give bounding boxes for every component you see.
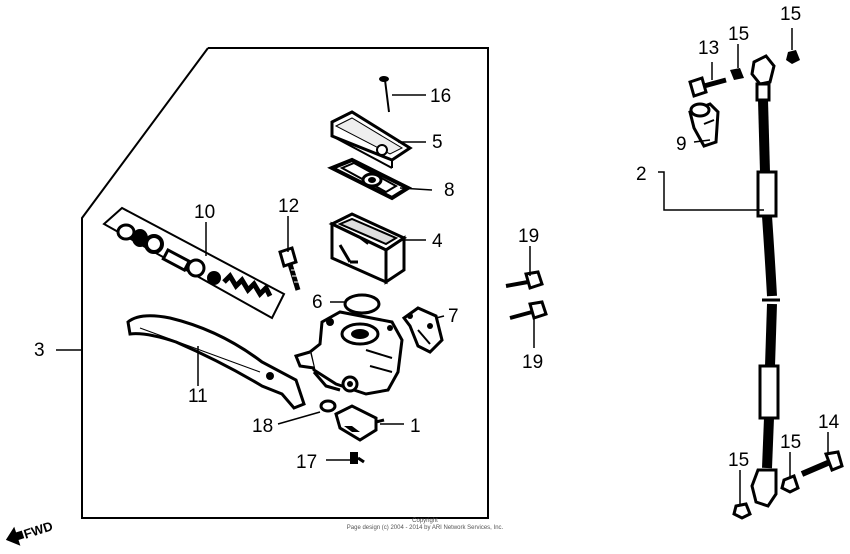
part-19-bolt-lower-icon — [509, 300, 548, 320]
assembly-outline — [81, 47, 489, 519]
callout-15-lower-right: 15 — [780, 432, 801, 453]
part-14-banjo-bolt-icon — [800, 450, 844, 477]
copyright-text: Page design (c) 2004 - 2014 by ARI Netwo… — [346, 525, 504, 531]
part-5-reservoir-cap-icon — [330, 110, 413, 169]
part-2-brake-hose-icon — [750, 54, 780, 508]
callout-19-upper: 19 — [518, 226, 539, 247]
part-19-bolt-upper-icon — [505, 270, 544, 290]
callout-15-lower-left: 15 — [728, 450, 749, 471]
callout-8: 8 — [444, 180, 455, 201]
callout-17: 17 — [296, 452, 317, 473]
callout-3: 3 — [34, 340, 45, 361]
part-12-bolt-icon — [278, 246, 301, 291]
part-16-screw-icon — [379, 76, 390, 113]
part-4-reservoir-icon — [328, 212, 408, 285]
part-13-banjo-bolt-icon — [688, 76, 727, 98]
part-15-washer-upper-right-icon — [786, 50, 800, 64]
part-10-piston-kit-icon — [102, 206, 286, 320]
part-7-bracket-icon — [401, 306, 444, 354]
part-8-diaphragm-icon — [327, 157, 413, 201]
callout-6: 6 — [312, 292, 323, 313]
part-18-washer-icon — [319, 399, 337, 413]
part-6-o-ring-icon — [343, 293, 381, 315]
part-15-washer-lower-left-icon — [732, 502, 752, 520]
part-15-washer-upper-left-icon — [730, 68, 744, 80]
callout-14: 14 — [818, 412, 840, 433]
part-1-switch-icon — [334, 404, 385, 442]
part-11-lever-icon — [126, 314, 306, 410]
callout-19-lower: 19 — [522, 352, 543, 373]
leader-lines — [56, 28, 829, 504]
part-9-hose-joint-icon — [688, 102, 720, 148]
callout-9: 9 — [676, 134, 687, 155]
callout-12: 12 — [278, 196, 299, 217]
callout-15-upper-right: 15 — [780, 4, 801, 25]
part-15-washer-lower-right-icon — [780, 474, 800, 494]
fwd-arrow-icon: FWD — [5, 518, 55, 546]
master-cylinder-body-icon — [293, 310, 404, 396]
callout-5: 5 — [432, 132, 443, 153]
callout-2: 2 — [636, 164, 647, 185]
callout-18: 18 — [252, 416, 273, 437]
callout-7: 7 — [448, 306, 459, 327]
callout-4: 4 — [432, 231, 443, 252]
part-17-screw-icon — [350, 452, 365, 464]
callout-10: 10 — [194, 202, 215, 223]
callout-11: 11 — [188, 386, 208, 407]
fwd-label: FWD — [22, 518, 55, 541]
callout-13: 13 — [698, 38, 719, 59]
callout-15-upper-left: 15 — [728, 24, 749, 45]
copyright-notice: Copyright Page design (c) 2004 - 2014 by… — [300, 518, 550, 532]
callout-1: 1 — [410, 416, 421, 437]
copyright-title: Copyright — [412, 518, 438, 524]
callout-16: 16 — [430, 86, 451, 107]
